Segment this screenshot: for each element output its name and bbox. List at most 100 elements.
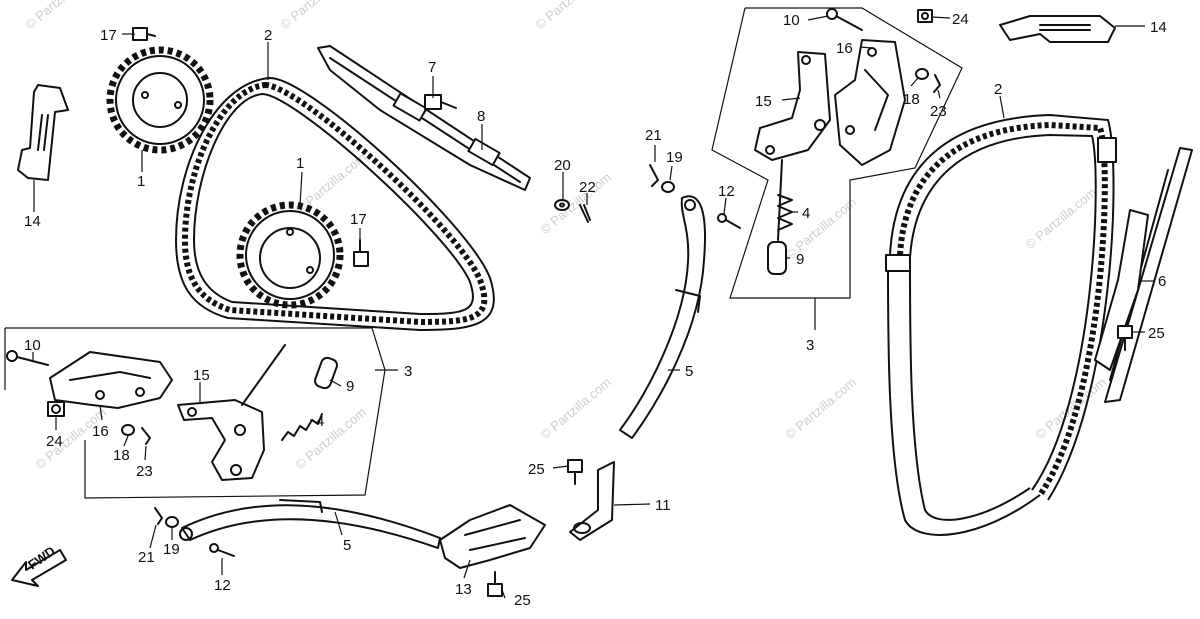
callout-holder-16-left: 16 [92, 423, 109, 440]
callout-bolt-17-top: 17 [100, 27, 117, 44]
tensioner-arm-lower [179, 499, 441, 549]
bolt-10-left [6, 350, 49, 366]
holder-16-right [834, 39, 906, 166]
nut-24-left [47, 401, 65, 417]
sprocket-center [236, 201, 344, 309]
callout-clip-21-lower: 21 [138, 549, 155, 566]
callout-washer-20: 20 [554, 157, 571, 174]
cam-chain-left [174, 76, 495, 332]
callout-guide-top-8: 8 [477, 108, 485, 125]
callout-chain-left: 2 [264, 27, 272, 44]
washer-18-right [915, 68, 929, 80]
callout-bolt-25-center: 25 [528, 461, 545, 478]
rod-right [777, 159, 783, 241]
callout-tensioner-arm-center-5: 5 [685, 363, 693, 380]
tensioner-assembly-left-frame [4, 327, 398, 499]
watermark: © Partzilla.com [22, 0, 99, 32]
watermark: © Partzilla.com [532, 0, 609, 32]
callout-spring-4-left: 4 [316, 413, 324, 430]
callout-washer-19-center: 19 [666, 149, 683, 166]
bolt-12-lower [209, 543, 235, 557]
arm-15-left [177, 399, 265, 481]
nut-24-right [917, 9, 933, 23]
callout-nut-24-right: 24 [952, 11, 969, 28]
tensioner-arm-center [619, 195, 706, 439]
callout-sprocket-top-left: 1 [137, 173, 145, 190]
callout-chain-guide-6: 6 [1158, 273, 1166, 290]
bolt-17-center [353, 239, 369, 267]
bolt-17-top [132, 27, 156, 41]
callout-bolt-12-lower: 12 [214, 577, 231, 594]
bolt-25-lower [487, 571, 503, 597]
callout-guide-bracket-11: 11 [655, 497, 671, 514]
callout-tensioner-arm-lower-5: 5 [343, 537, 351, 554]
watermark: © Partzilla.com [782, 194, 859, 262]
callout-holder-16-right: 16 [836, 40, 853, 57]
callout-bolt-25-right: 25 [1148, 325, 1165, 342]
callout-bolt-12-center: 12 [718, 183, 735, 200]
arm-15-right [754, 51, 831, 161]
callout-bolt-25-lower: 25 [514, 592, 531, 609]
clip-21-lower [154, 507, 163, 525]
watermark: © Partzilla.com [1032, 374, 1109, 442]
callout-guide-base-13: 13 [455, 581, 472, 598]
tensioner-assembly-right-frame [711, 7, 963, 330]
holder-16-left [49, 351, 173, 409]
callout-arm-15-right: 15 [755, 93, 772, 110]
pin-9-right [767, 241, 787, 275]
bolt-10-right [826, 8, 863, 31]
washer-19-lower [165, 516, 179, 528]
clip-21-center [649, 164, 659, 187]
callout-clip-23-left: 23 [136, 463, 153, 480]
callout-spring-4-right: 4 [802, 205, 810, 222]
rod-left [241, 344, 286, 406]
callout-clip-23-right: 23 [930, 103, 947, 120]
pin-22 [579, 204, 591, 223]
bolt-25-center [567, 459, 583, 485]
washer-20 [554, 199, 570, 211]
callout-washer-18-right: 18 [903, 91, 920, 108]
guide-top [317, 45, 531, 191]
callout-bolt-7: 7 [428, 59, 436, 76]
bolt-12-center [717, 213, 741, 229]
guide-base-13 [439, 504, 546, 569]
callout-bracket-right-14: 14 [1150, 19, 1167, 36]
callout-sprocket-center: 1 [296, 155, 304, 172]
callout-pin-22: 22 [579, 179, 596, 196]
watermark: © Partzilla.com [277, 0, 354, 32]
callout-bracket-left-14: 14 [24, 213, 41, 230]
clip-23-left [141, 427, 151, 445]
clip-23-right [933, 74, 941, 93]
sprocket-top-left [106, 46, 214, 154]
bolt-7 [424, 94, 457, 110]
callout-chain-right: 2 [994, 81, 1002, 98]
callout-pin-9-left: 9 [346, 378, 354, 395]
callout-tensioner-assembly-left-3: 3 [404, 363, 412, 380]
watermark: © Partzilla.com [1022, 184, 1099, 252]
watermark: © Partzilla.com [537, 374, 614, 442]
pin-9-left [314, 356, 338, 390]
callout-bolt-10-left: 10 [24, 337, 41, 354]
forward-direction-arrow: FWD [11, 543, 67, 587]
callout-labels: 17 2 1 1 7 8 14 17 20 22 10 15 9 3 4 16 … [24, 11, 1167, 609]
callout-washer-18-left: 18 [113, 447, 130, 464]
bracket-left [17, 84, 69, 181]
callout-bolt-17-center: 17 [350, 211, 367, 228]
cam-chain-right [885, 113, 1117, 536]
washer-18-left [121, 424, 135, 436]
callout-clip-21-center: 21 [645, 127, 662, 144]
spring-4-left [281, 413, 323, 441]
callout-tensioner-assembly-right-3: 3 [806, 337, 814, 354]
callout-bolt-10-right: 10 [783, 12, 800, 29]
washer-19-center [661, 181, 675, 193]
callout-arm-15-left: 15 [193, 367, 210, 384]
bracket-right [999, 15, 1116, 43]
callout-nut-24-left: 24 [46, 433, 63, 450]
guide-bracket-11 [569, 461, 615, 541]
callout-pin-9-right: 9 [796, 251, 804, 268]
watermark: © Partzilla.com [292, 404, 369, 472]
watermark: © Partzilla.com [782, 374, 859, 442]
watermark: © Partzilla.com [537, 169, 614, 237]
callout-washer-19-lower: 19 [163, 541, 180, 558]
